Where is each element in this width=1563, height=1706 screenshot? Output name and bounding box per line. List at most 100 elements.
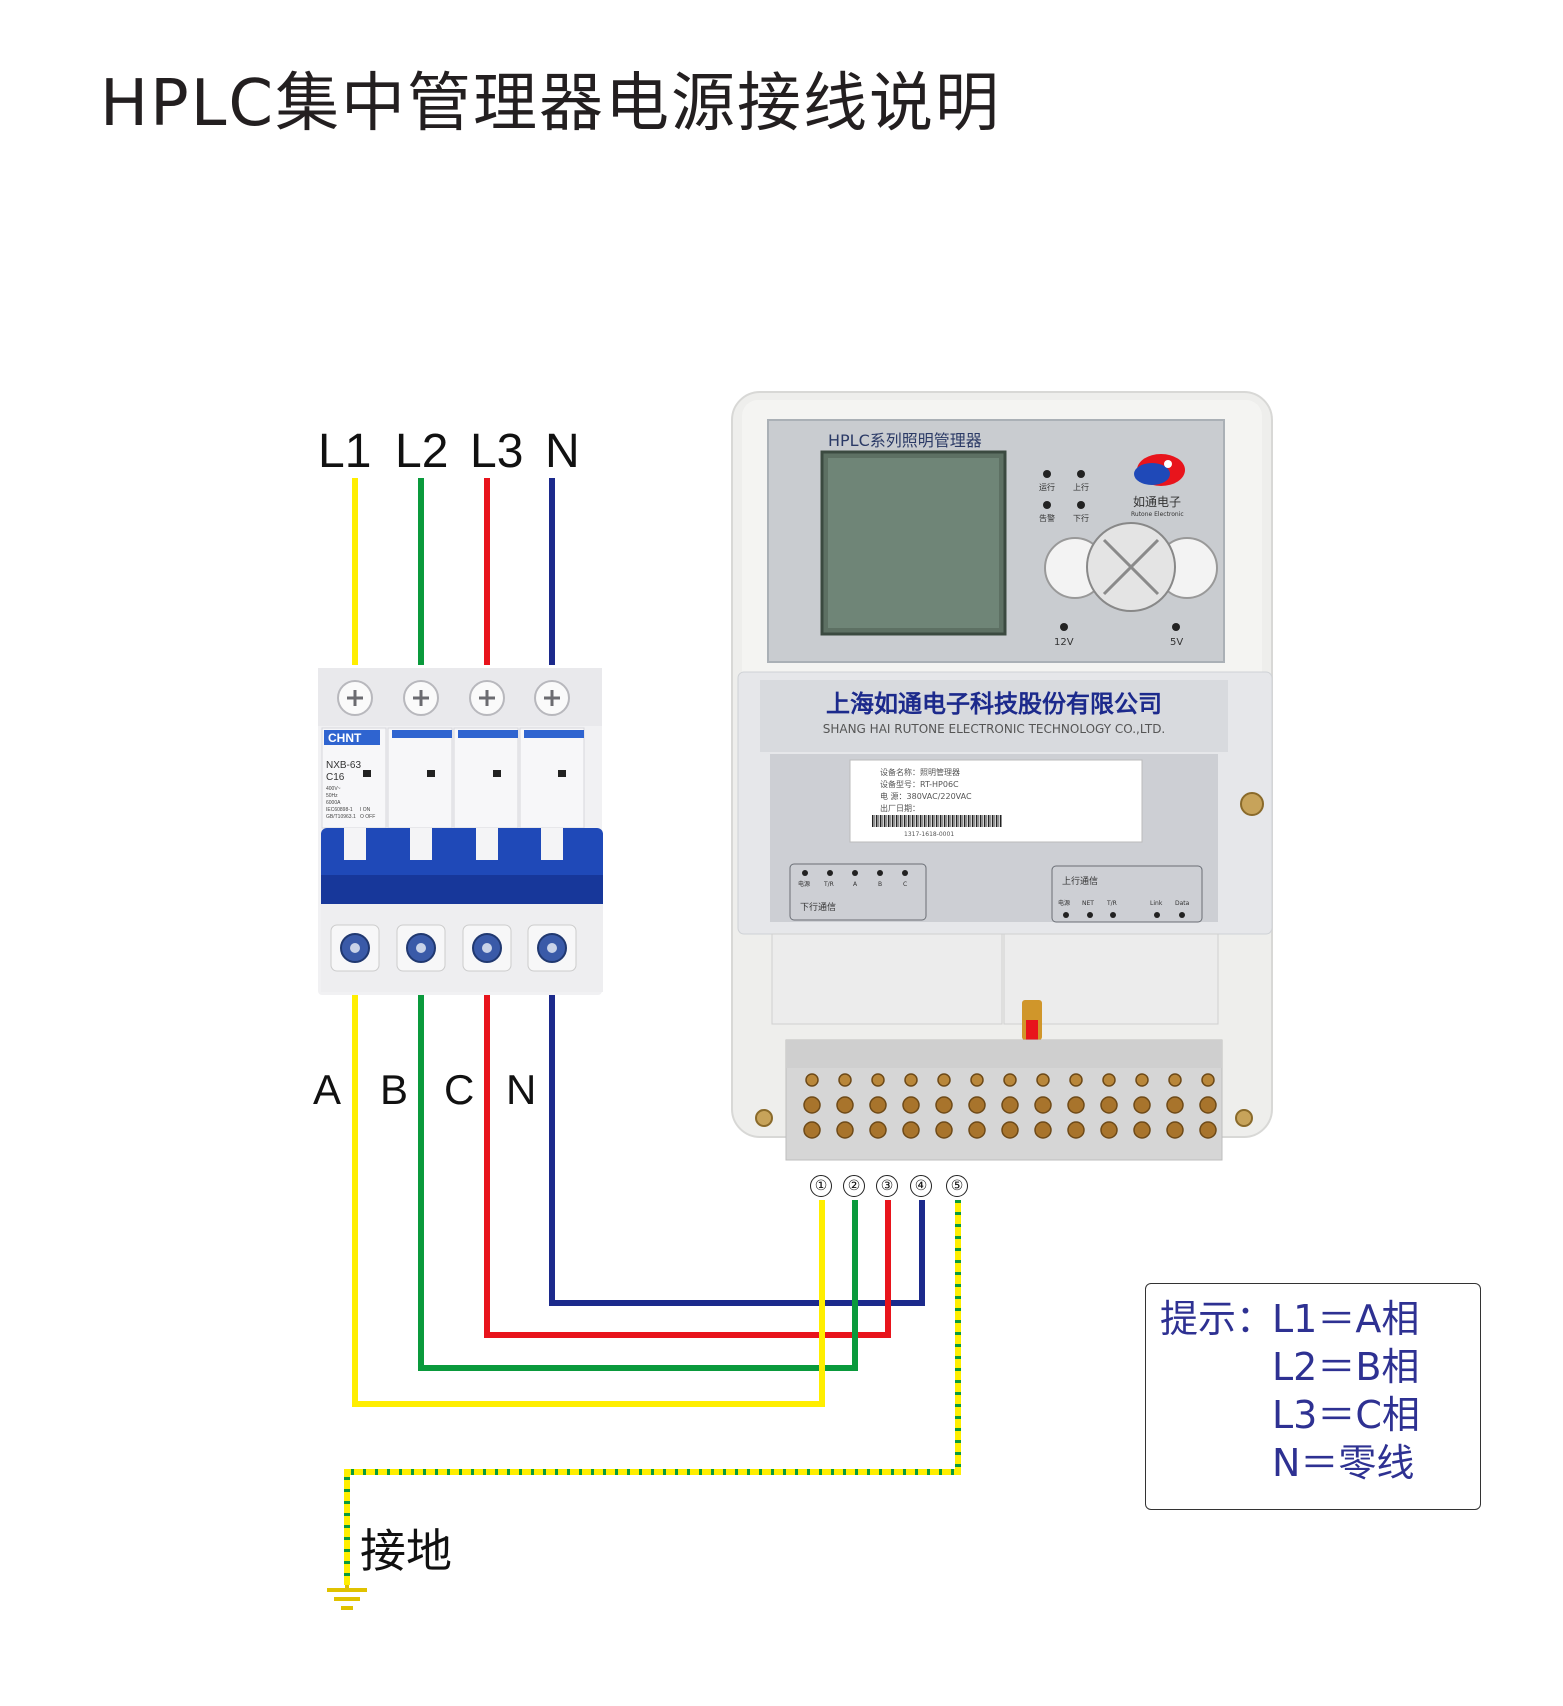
terminal-screw: [1166, 1121, 1184, 1139]
terminal-number-4: ④: [910, 1175, 932, 1197]
svg-text:下行: 下行: [1073, 513, 1089, 523]
terminal-screw: [803, 1096, 821, 1114]
terminal-screw: [937, 1073, 951, 1087]
barcode-text: 1317-1618-0001: [904, 831, 954, 838]
terminal-screw: [968, 1096, 986, 1114]
terminal-screw: [904, 1073, 918, 1087]
terminal-screw: [836, 1096, 854, 1114]
svg-text:50Hz: 50Hz: [326, 793, 338, 799]
nameplate: 设备名称：照明管理器 设备型号：RT-HP06C 电 源：380VAC/220V…: [880, 767, 972, 813]
hint-box: [1145, 1283, 1481, 1510]
terminal-screw: [1067, 1121, 1085, 1139]
terminal-screw: [869, 1096, 887, 1114]
terminal-screw: [1034, 1121, 1052, 1139]
terminal-screw: [1034, 1096, 1052, 1114]
svg-text:GB/T10963.1: GB/T10963.1: [326, 814, 356, 820]
status-leds: [1043, 470, 1085, 509]
terminal-screw: [871, 1073, 885, 1087]
svg-text:T/R: T/R: [823, 881, 834, 888]
terminal-screw: [1199, 1096, 1217, 1114]
svg-text:出厂日期：: 出厂日期：: [880, 803, 920, 813]
svg-text:B: B: [878, 881, 882, 888]
svg-text:上行: 上行: [1073, 482, 1089, 492]
svg-text:电源: 电源: [1058, 899, 1070, 907]
uplink-leds: [1063, 912, 1185, 918]
wires: [344, 478, 961, 1585]
label-a: A: [313, 1066, 342, 1113]
label-b: B: [380, 1066, 409, 1113]
wire-n-bottom: [549, 995, 925, 1306]
brand-cn: 如通电子: [1133, 494, 1181, 509]
breaker-top-screws: [337, 680, 570, 716]
terminal-screw: [803, 1121, 821, 1139]
svg-text:运行: 运行: [1039, 482, 1055, 492]
breaker-handles: [321, 828, 603, 905]
svg-text:Data: Data: [1175, 900, 1190, 907]
svg-text:下行通信: 下行通信: [800, 901, 836, 913]
terminal-number-1: ①: [810, 1175, 832, 1197]
wire-pe-stripe: [344, 1200, 961, 1585]
company-name-en: SHANG HAI RUTONE ELECTRONIC TECHNOLOGY C…: [823, 722, 1166, 736]
company-name-cn: 上海如通电子科技股份有限公司: [826, 690, 1162, 718]
terminal-screw: [1100, 1096, 1118, 1114]
hint-line-2: L2＝B相: [1272, 1345, 1420, 1389]
terminal-screw: [935, 1121, 953, 1139]
terminal-screw: [935, 1096, 953, 1114]
panel-title: HPLC系列照明管理器: [828, 431, 982, 450]
downlink-leds: [802, 870, 908, 876]
svg-text:O OFF: O OFF: [360, 814, 375, 820]
svg-text:电 源：380VAC/220VAC: 电 源：380VAC/220VAC: [880, 791, 972, 801]
svg-text:电源: 电源: [798, 880, 810, 888]
terminal-screw: [1069, 1073, 1083, 1087]
brand-logo-icon: [1134, 454, 1185, 486]
svg-text:上行通信: 上行通信: [1062, 875, 1098, 887]
wire-l3-bottom: [484, 995, 891, 1338]
svg-text:设备型号：RT-HP06C: 设备型号：RT-HP06C: [880, 779, 959, 789]
svg-text:I ON: I ON: [360, 807, 371, 813]
brand-en: Rutone Electronic: [1131, 511, 1184, 518]
terminal-screw: [1067, 1096, 1085, 1114]
hint-line-4: N＝零线: [1272, 1441, 1415, 1485]
terminal-number-2: ②: [843, 1175, 865, 1197]
breaker-bottom-screws: [330, 924, 577, 972]
terminal-screw: [1133, 1121, 1151, 1139]
hint-prefix: 提示：: [1160, 1297, 1275, 1341]
label-l2: L2: [395, 425, 449, 478]
svg-text:5V: 5V: [1170, 637, 1183, 648]
svg-text:400V~: 400V~: [326, 786, 341, 792]
terminal-screw: [869, 1121, 887, 1139]
breaker-model: NXB-63: [326, 760, 361, 771]
wire-l2-bottom: [418, 995, 858, 1371]
terminal-screw: [1135, 1073, 1149, 1087]
ground-label: 接地: [360, 1524, 452, 1578]
terminal-screw: [1133, 1096, 1151, 1114]
terminal-number-5: ⑤: [946, 1175, 968, 1197]
terminal-screw: [805, 1073, 819, 1087]
terminal-screw: [1001, 1096, 1019, 1114]
terminal-screw: [1168, 1073, 1182, 1087]
svg-text:A: A: [853, 881, 858, 888]
terminal-screw: [1003, 1073, 1017, 1087]
page-title: HPLC集中管理器电源接线说明: [100, 67, 1002, 141]
label-n-top: N: [545, 425, 580, 478]
terminal-screw: [836, 1121, 854, 1139]
terminal-block: [803, 1073, 1217, 1139]
svg-text:IEC60898-1: IEC60898-1: [326, 807, 353, 813]
svg-text:C: C: [903, 881, 907, 888]
terminal-screw: [1100, 1121, 1118, 1139]
barcode: [872, 815, 1002, 827]
label-l1: L1: [318, 425, 372, 478]
label-c: C: [444, 1066, 475, 1113]
svg-text:告警: 告警: [1039, 513, 1055, 523]
terminal-screw: [1166, 1096, 1184, 1114]
terminal-screw: [968, 1121, 986, 1139]
label-l3: L3: [470, 425, 524, 478]
svg-text:Link: Link: [1150, 900, 1163, 907]
label-n-bottom: N: [506, 1066, 537, 1113]
svg-text:设备名称：照明管理器: 设备名称：照明管理器: [880, 767, 960, 777]
terminal-screw: [970, 1073, 984, 1087]
hint-line-3: L3＝C相: [1272, 1393, 1420, 1437]
ground-icon: [327, 1585, 367, 1610]
terminal-screw: [1102, 1073, 1116, 1087]
